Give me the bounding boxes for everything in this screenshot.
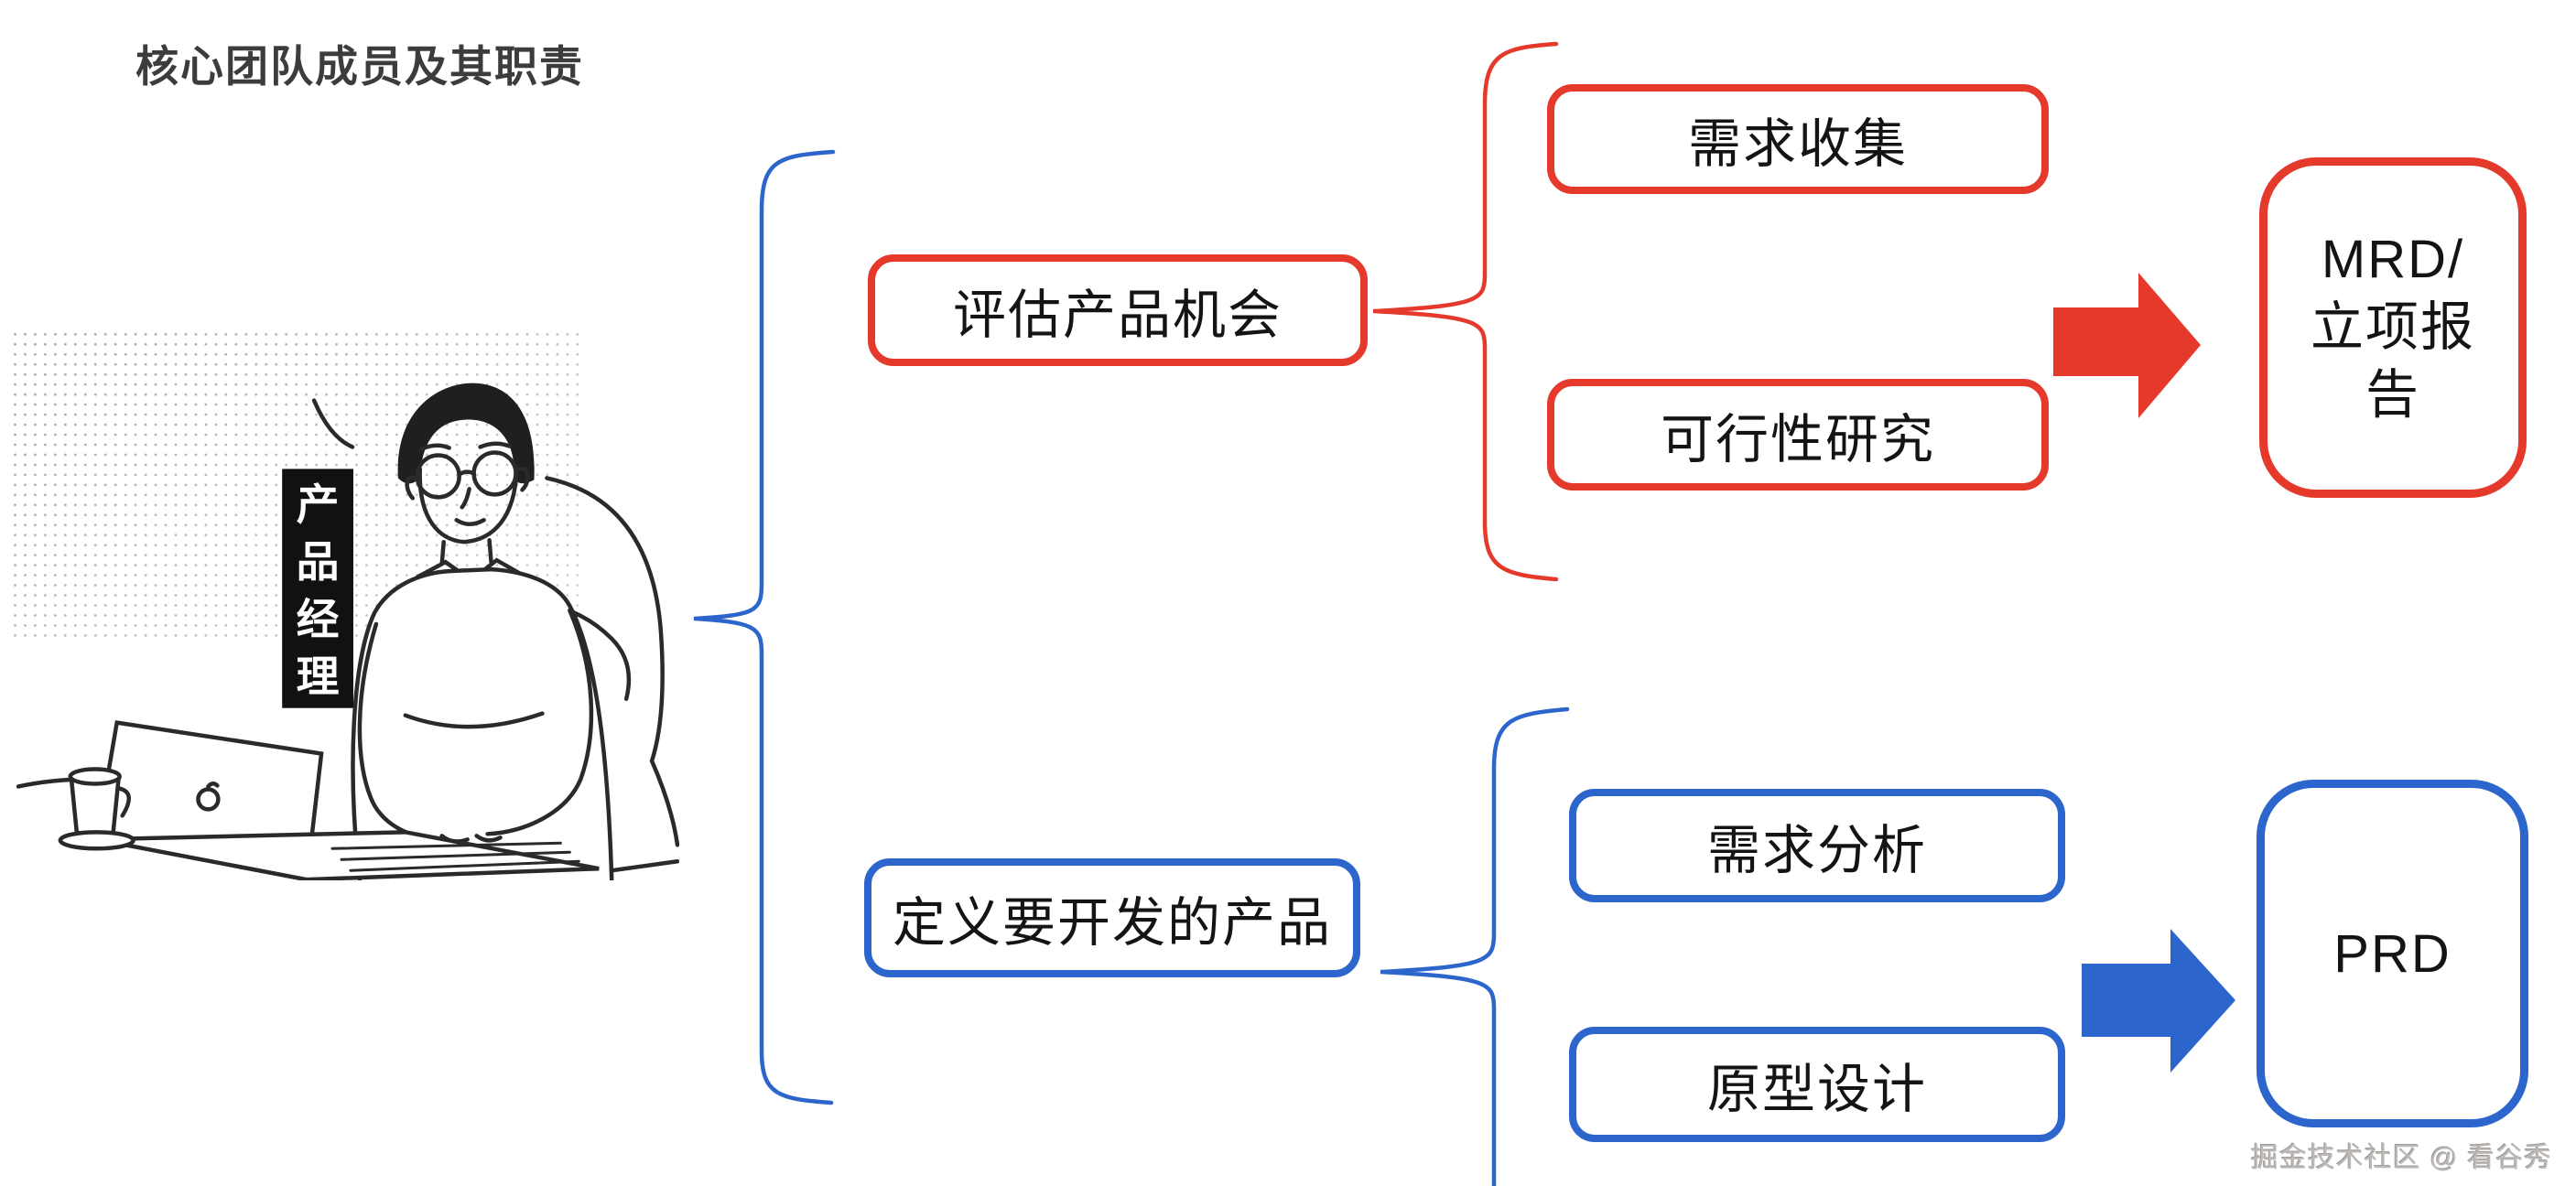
- blue-arrow-icon: [2082, 929, 2235, 1073]
- task-label: 原型设计: [1706, 1060, 1927, 1119]
- right-hand: [474, 834, 503, 843]
- task-box-feasibility-study: 可行性研究: [1547, 379, 2049, 491]
- phase-label: 评估产品机会: [952, 286, 1283, 345]
- mug-saucer: [58, 830, 135, 851]
- role-banner-char-1: 产: [297, 480, 340, 528]
- laptop-keyboard: [96, 830, 600, 880]
- output-label: PRD: [2333, 923, 2452, 984]
- role-banner: [282, 469, 353, 708]
- apple-logo: [196, 787, 221, 812]
- red-arrow-icon: [2053, 273, 2201, 418]
- chair-back: [545, 476, 665, 763]
- mug-handle: [116, 786, 131, 818]
- mouth: [454, 518, 486, 526]
- output-box-prd: PRD: [2257, 780, 2528, 1127]
- line-art: [16, 383, 679, 880]
- task-box-requirement-collection: 需求收集: [1547, 84, 2049, 194]
- chair-base: [649, 759, 679, 847]
- task-box-requirement-analysis: 需求分析: [1569, 789, 2065, 902]
- nose: [460, 487, 471, 510]
- left-eyebrow: [419, 443, 451, 451]
- phase-box-define-product: 定义要开发的产品: [864, 858, 1360, 977]
- role-banner-char-2: 品: [297, 538, 340, 586]
- glasses-bridge: [457, 469, 476, 477]
- accent-line: [311, 398, 355, 449]
- blue-root-brace: [693, 149, 836, 1105]
- role-banner-char-4: 理: [297, 653, 340, 701]
- neck-right: [487, 537, 493, 565]
- product-manager-illustration: 产 品 经 理: [13, 331, 679, 880]
- task-box-prototype-design: 原型设计: [1569, 1027, 2065, 1142]
- output-box-mrd: MRD/ 立项报 告: [2259, 157, 2527, 498]
- watermark: 掘金技术社区 @ 看谷秀: [2250, 1143, 2552, 1173]
- output-line: 立项报: [2310, 296, 2475, 357]
- right-ear: [518, 466, 530, 492]
- task-label: 需求收集: [1687, 114, 1908, 174]
- apple-logo-stem: [206, 781, 220, 789]
- red-phase-brace: [1372, 41, 1559, 582]
- task-label: 需求分析: [1706, 821, 1927, 880]
- face-outline: [417, 467, 519, 544]
- blue-phase-brace: [1380, 706, 1570, 1186]
- output-line: MRD/: [2321, 229, 2465, 289]
- right-eyebrow: [478, 441, 512, 449]
- keyboard-keys: [330, 841, 580, 872]
- left-ear: [405, 475, 417, 501]
- neck-left: [439, 539, 446, 566]
- page-title: 核心团队成员及其职责: [135, 42, 584, 91]
- phase-label: 定义要开发的产品: [892, 893, 1332, 953]
- mug-body: [69, 775, 121, 839]
- hair: [397, 383, 535, 484]
- mug-rim: [68, 767, 122, 786]
- phase-box-evaluate-product-opportunity: 评估产品机会: [868, 254, 1368, 366]
- output-line: 告: [2365, 365, 2420, 426]
- right-arm: [485, 608, 594, 836]
- sweater-fold: [403, 711, 545, 729]
- role-banner-char-3: 经: [297, 596, 340, 643]
- task-label: 可行性研究: [1660, 410, 1935, 469]
